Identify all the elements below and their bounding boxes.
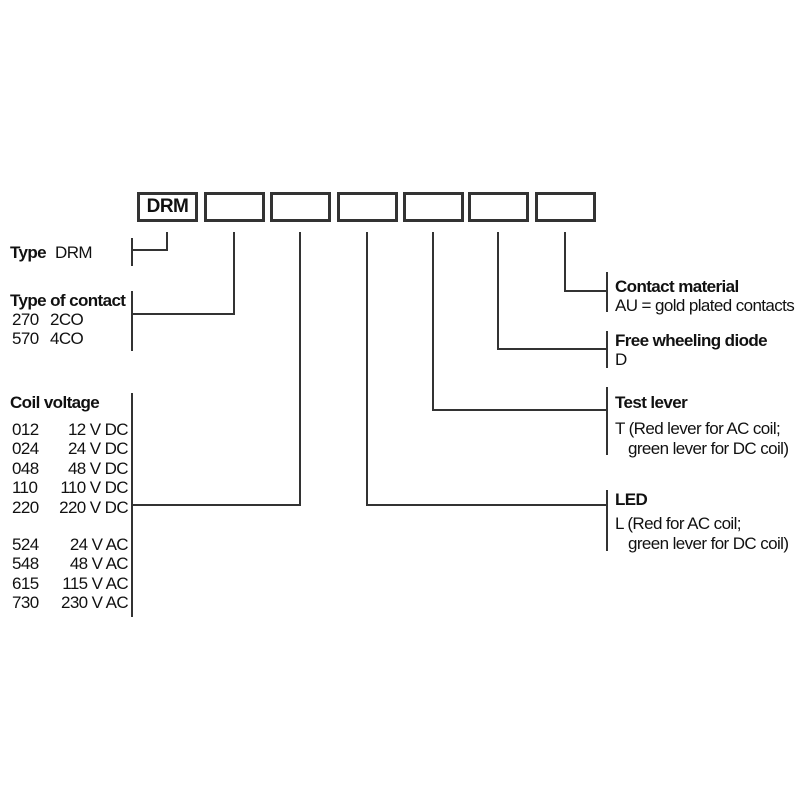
type-label-row: Type DRM [10,243,93,262]
tick-test-lever [606,387,608,455]
contact-material-section: Contact material AU = gold plated contac… [615,277,795,316]
coil-voltage-heading: Coil voltage [10,393,100,412]
connector-led-drop [366,232,368,506]
tick-led [606,490,608,551]
tick-coil-voltage [131,393,133,617]
code-box-test-lever [403,192,464,222]
contact-type-rows: 270 2CO 570 4CO [12,310,84,348]
free-wheeling-diode-heading: Free wheeling diode [615,331,768,350]
connector-test-lever-horizontal [432,409,608,411]
coil-voltage-row: 730 230 V AC [12,593,129,613]
coil-value: 12 V DC [67,420,129,439]
code-box-type-label: DRM [146,196,189,217]
coil-code: 110 [12,478,38,498]
coil-voltage-row: 524 24 V AC [12,535,129,554]
coil-value: 48 V AC [69,554,129,574]
connector-test-lever-drop [432,232,434,411]
tick-contact-material [606,272,608,312]
contact-type-code: 570 [12,329,39,348]
coil-code: 024 [12,439,39,459]
coil-value: 24 V DC [67,439,129,459]
connector-contact-type-horizontal [132,313,235,315]
coil-value: 115 V AC [62,573,128,593]
contact-type-row: 270 2CO [12,310,84,329]
tick-type [131,238,133,266]
test-lever-text-line2: green lever for DC coil) [628,438,789,458]
coil-code: 048 [12,458,39,478]
connector-contact-material-horizontal [564,290,608,292]
coil-voltage-row: 548 48 V AC [12,554,129,574]
coil-voltage-row: 220 220 V DC [12,497,129,517]
contact-material-heading: Contact material [615,277,739,296]
led-text-line1: L (Red for AC coil; [615,514,742,533]
contact-material-text: AU = gold plated contacts [615,296,795,315]
coil-code: 615 [12,573,39,593]
contact-type-code: 270 [12,310,39,329]
contact-type-value: 4CO [50,329,84,348]
coil-value: 24 V AC [69,535,129,554]
connector-type-drop [166,232,168,251]
code-box-contact-type [204,192,265,222]
connector-contact-material-drop [564,232,566,292]
test-lever-section: Test lever T (Red lever for AC coil; gre… [615,393,789,458]
coil-code: 524 [12,535,39,554]
connector-coil-voltage-horizontal [132,504,301,506]
coil-code: 730 [12,593,39,613]
connector-coil-voltage-drop [299,232,301,506]
coil-voltage-dc-rows: 012 12 V DC 024 24 V DC 048 48 V DC 110 … [12,420,129,517]
code-box-diode [468,192,529,222]
tick-diode [606,331,608,368]
led-section: LED L (Red for AC coil; green lever for … [615,490,789,553]
connector-led-horizontal [366,504,608,506]
free-wheeling-diode-section: Free wheeling diode D [615,331,768,370]
coil-voltage-row: 048 48 V DC [12,458,129,478]
free-wheeling-diode-code: D [615,350,627,369]
coil-voltage-ac-rows: 524 24 V AC 548 48 V AC 615 115 V AC 730… [12,535,129,613]
contact-type-row: 570 4CO [12,329,84,348]
coil-value: 48 V DC [67,458,129,478]
code-box-led [337,192,398,222]
coil-voltage-row: 012 12 V DC [12,420,129,439]
contact-type-heading: Type of contact [10,291,126,310]
code-box-type: DRM [137,192,198,222]
led-text-line2: green lever for DC coil) [628,533,789,553]
coil-code: 012 [12,420,39,439]
type-label: Type [10,243,47,262]
test-lever-heading: Test lever [615,393,688,412]
code-box-coil-voltage [270,192,331,222]
test-lever-text-line1: T (Red lever for AC coil; [615,419,781,438]
led-heading: LED [615,490,648,509]
coil-voltage-row: 110 110 V DC [12,478,129,498]
type-value: DRM [55,243,93,262]
coil-voltage-row: 024 24 V DC [12,439,129,459]
code-box-contact-material [535,192,596,222]
connector-diode-drop [497,232,499,350]
contact-type-value: 2CO [50,310,84,329]
coil-value: 110 V DC [60,478,128,498]
tick-contact-type [131,291,133,351]
coil-value: 220 V DC [59,497,129,517]
coil-voltage-row: 615 115 V AC [12,573,129,593]
coil-value: 230 V AC [60,593,129,613]
coil-code: 220 [12,497,39,517]
coil-code: 548 [12,554,39,574]
connector-type-horizontal [132,249,168,251]
connector-contact-type-drop [233,232,235,315]
connector-diode-horizontal [497,348,608,350]
